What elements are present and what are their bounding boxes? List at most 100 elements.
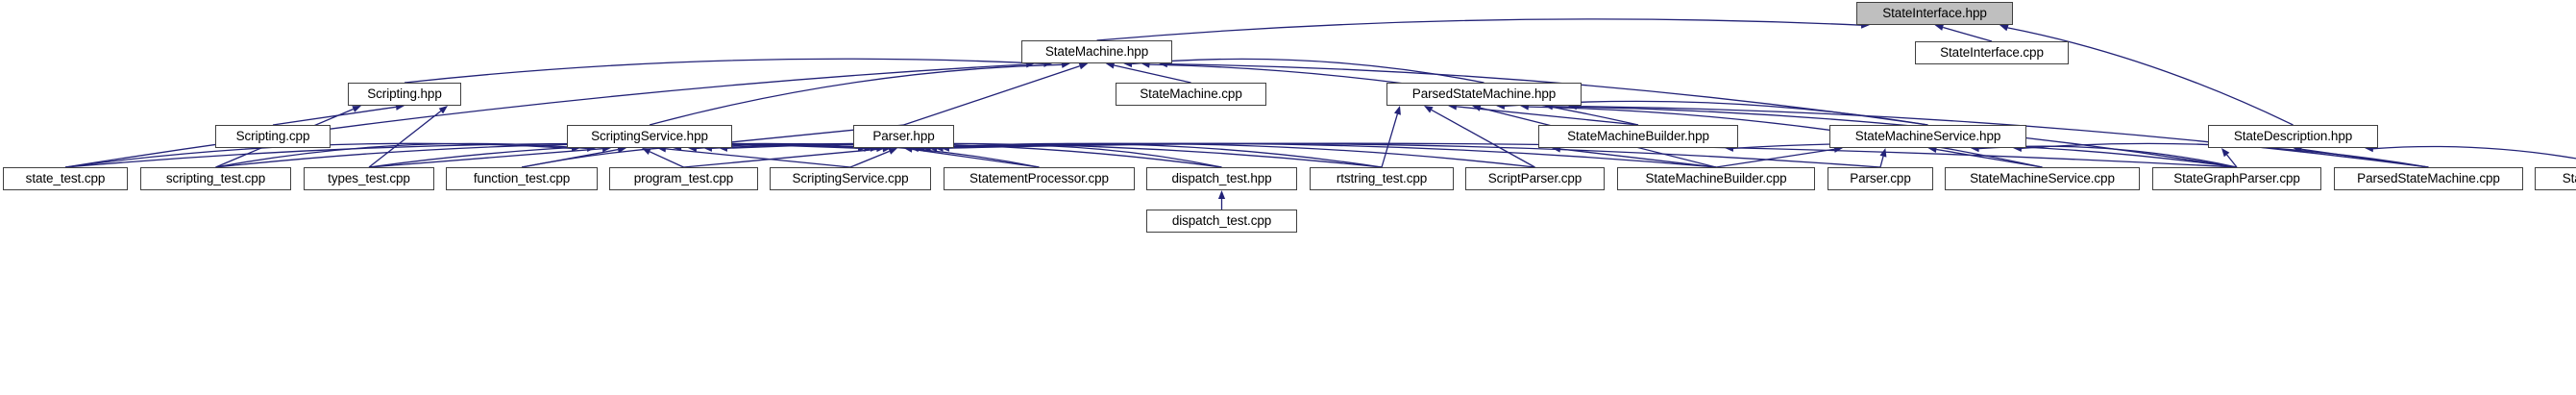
graph-node-label: Parser.hpp xyxy=(872,129,935,144)
graph-node-label: StateMachine.cpp xyxy=(1140,86,1242,102)
graph-node-label: function_test.cpp xyxy=(473,171,571,186)
graph-node-statemachine-cpp[interactable]: StateMachine.cpp xyxy=(1116,83,1266,106)
graph-edge xyxy=(1096,18,1862,41)
graph-edge-arrowhead xyxy=(1879,148,1887,158)
graph-node-label: dispatch_test.hpp xyxy=(1171,171,1272,186)
graph-edge xyxy=(2301,148,2429,168)
graph-node-label: ScriptingService.cpp xyxy=(792,171,909,186)
graph-edge-arrowhead xyxy=(1999,24,2009,32)
graph-node-dispatch-test-cpp[interactable]: dispatch_test.cpp xyxy=(1146,210,1297,233)
graph-node-label: ScriptingService.hpp xyxy=(591,129,708,144)
graph-edge xyxy=(215,142,865,168)
graph-edge xyxy=(1879,156,1884,168)
graph-edge xyxy=(1715,148,1835,168)
graph-node-stategraphparser-cpp[interactable]: StateGraphParser.cpp xyxy=(2152,167,2321,190)
graph-node-label: Scripting.cpp xyxy=(235,129,310,144)
graph-edge xyxy=(1132,58,1484,84)
graph-node-statedescription-cpp[interactable]: StateDescription.cpp xyxy=(2535,167,2576,190)
graph-node-label: StateMachine.hpp xyxy=(1044,44,1149,60)
graph-edge xyxy=(912,148,1040,168)
graph-node-label: Scripting.hpp xyxy=(367,86,442,102)
graph-edge-arrowhead xyxy=(438,106,448,114)
graph-edge xyxy=(924,142,1383,168)
graph-node-statemachinebuilder-cpp[interactable]: StateMachineBuilder.cpp xyxy=(1617,167,1815,190)
graph-edge xyxy=(1559,148,1717,168)
graph-edge-arrowhead xyxy=(1472,104,1482,111)
graph-node-dispatch-test-hpp[interactable]: dispatch_test.hpp xyxy=(1146,167,1297,190)
graph-node-function-test-cpp[interactable]: function_test.cpp xyxy=(446,167,598,190)
graph-node-label: ScriptParser.cpp xyxy=(1487,171,1582,186)
graph-edge-arrowhead xyxy=(1934,24,1945,31)
graph-node-types-test-cpp[interactable]: types_test.cpp xyxy=(304,167,434,190)
graph-node-label: scripting_test.cpp xyxy=(165,171,266,186)
graph-node-parsedstatemachine-cpp[interactable]: ParsedStateMachine.cpp xyxy=(2334,167,2523,190)
graph-edge xyxy=(2372,145,2576,160)
graph-node-label: StateGraphParser.cpp xyxy=(2173,171,2300,186)
graph-edge-arrowhead xyxy=(352,106,361,112)
graph-node-parser-hpp[interactable]: Parser.hpp xyxy=(853,125,954,148)
graph-edge-arrowhead xyxy=(1078,62,1089,70)
graph-edge xyxy=(665,148,851,168)
graph-node-statemachineservice-cpp[interactable]: StateMachineService.cpp xyxy=(1945,167,2140,190)
graph-node-statedescription-hpp[interactable]: StateDescription.hpp xyxy=(2208,125,2378,148)
graph-edge xyxy=(1936,148,2043,168)
graph-edge xyxy=(683,148,883,168)
graph-edge-arrowhead xyxy=(1394,106,1401,115)
graph-node-label: StateInterface.cpp xyxy=(1940,45,2044,61)
graph-edge-arrowhead xyxy=(2221,148,2230,158)
graph-node-label: StateMachineBuilder.cpp xyxy=(1645,171,1787,186)
graph-node-stateinterface-hpp[interactable]: StateInterface.hpp xyxy=(1856,2,2013,25)
graph-node-label: program_test.cpp xyxy=(633,171,734,186)
graph-node-statemachineservice-hpp[interactable]: StateMachineService.hpp xyxy=(1829,125,2026,148)
graph-edge-arrowhead xyxy=(1424,106,1434,113)
graph-node-rtstring-test-cpp[interactable]: rtstring_test.cpp xyxy=(1310,167,1454,190)
graph-node-label: StatementProcessor.cpp xyxy=(969,171,1109,186)
graph-edge xyxy=(368,110,442,168)
graph-edge xyxy=(649,151,684,168)
graph-node-parsedstatemachine-hpp[interactable]: ParsedStateMachine.hpp xyxy=(1386,83,1582,106)
graph-edge xyxy=(2226,154,2238,168)
graph-edge xyxy=(943,142,1881,168)
graph-node-scripting-hpp[interactable]: Scripting.hpp xyxy=(348,83,461,106)
graph-node-label: state_test.cpp xyxy=(25,171,106,186)
graph-edge xyxy=(649,63,1063,126)
graph-edge xyxy=(368,148,603,168)
graph-edge xyxy=(2007,27,2294,126)
graph-edge xyxy=(1576,105,2429,168)
graph-node-label: StateDescription.hpp xyxy=(2233,129,2353,144)
graph-edge xyxy=(272,106,397,126)
graph-node-scripting-cpp[interactable]: Scripting.cpp xyxy=(215,125,331,148)
graph-edge-arrowhead xyxy=(1105,62,1116,69)
graph-node-scriptparser-cpp[interactable]: ScriptParser.cpp xyxy=(1465,167,1605,190)
graph-edge xyxy=(64,63,1027,168)
graph-node-label: StateDescription.cpp xyxy=(2562,171,2576,186)
graph-edge xyxy=(1528,106,2043,168)
graph-edge xyxy=(849,150,890,168)
graph-node-label: StateMachineBuilder.hpp xyxy=(1567,129,1709,144)
graph-node-label: ParsedStateMachine.cpp xyxy=(2357,171,2500,186)
graph-node-statementprocessor-cpp[interactable]: StatementProcessor.cpp xyxy=(944,167,1135,190)
graph-edge xyxy=(1381,113,1399,168)
graph-edge xyxy=(1943,26,1993,42)
graph-node-label: ParsedStateMachine.hpp xyxy=(1411,86,1557,102)
graph-edge xyxy=(404,58,1044,84)
graph-edge xyxy=(1552,106,2238,168)
graph-node-scriptingservice-cpp[interactable]: ScriptingService.cpp xyxy=(770,167,931,190)
graph-node-label: StateInterface.hpp xyxy=(1882,6,1987,21)
graph-node-program-test-cpp[interactable]: program_test.cpp xyxy=(609,167,758,190)
graph-node-statemachinebuilder-hpp[interactable]: StateMachineBuilder.hpp xyxy=(1538,125,1738,148)
graph-node-stateinterface-cpp[interactable]: StateInterface.cpp xyxy=(1915,41,2069,64)
graph-node-label: StateMachineService.cpp xyxy=(1970,171,2115,186)
graph-edge xyxy=(930,142,1535,168)
graph-node-label: dispatch_test.cpp xyxy=(1171,213,1272,229)
graph-node-parser-cpp[interactable]: Parser.cpp xyxy=(1828,167,1933,190)
graph-node-statemachine-hpp[interactable]: StateMachine.hpp xyxy=(1021,40,1172,63)
graph-edge xyxy=(903,65,1080,126)
graph-node-scriptingservice-hpp[interactable]: ScriptingService.hpp xyxy=(567,125,732,148)
graph-node-scripting-test-cpp[interactable]: scripting_test.cpp xyxy=(140,167,291,190)
graph-node-state-test-cpp[interactable]: state_test.cpp xyxy=(3,167,128,190)
graph-node-label: StateMachineService.hpp xyxy=(1854,129,2001,144)
graph-edge-arrowhead xyxy=(888,148,898,155)
